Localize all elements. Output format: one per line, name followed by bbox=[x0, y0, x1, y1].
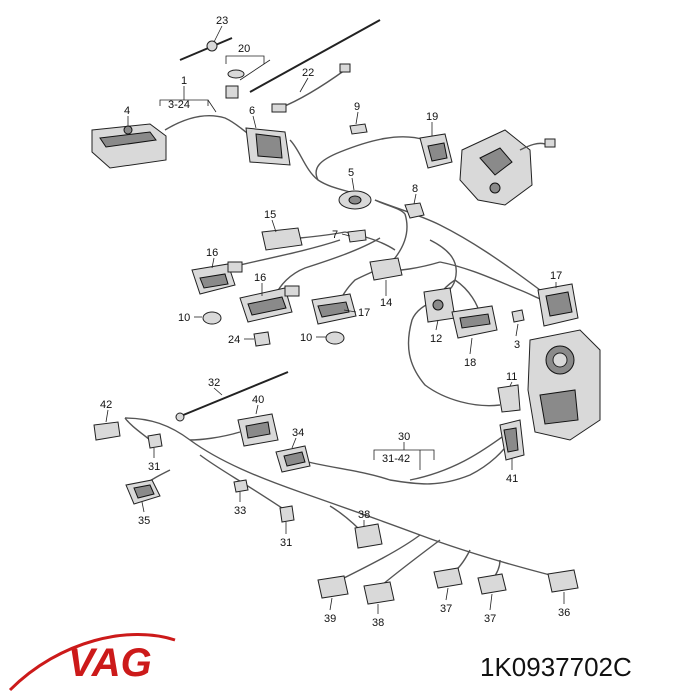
callout-17b: 17 bbox=[550, 270, 562, 282]
callout-39: 39 bbox=[324, 613, 336, 625]
callout-16a: 16 bbox=[206, 247, 218, 259]
callout-33: 33 bbox=[234, 505, 246, 517]
part-10a-clip bbox=[202, 311, 222, 325]
part-37b-connector bbox=[477, 573, 507, 595]
callout-15: 15 bbox=[264, 209, 276, 221]
part-7-clip bbox=[347, 229, 367, 243]
part-31b-clip bbox=[279, 505, 295, 523]
callout-31a: 31 bbox=[148, 461, 160, 473]
part-11-connector bbox=[497, 384, 521, 413]
part-6-grommet bbox=[245, 127, 291, 166]
callout-20: 20 bbox=[238, 43, 250, 55]
group-bracket-1 bbox=[159, 86, 217, 113]
callout-41: 41 bbox=[506, 473, 518, 485]
part-15-connector bbox=[261, 227, 303, 251]
callout-11: 11 bbox=[506, 371, 517, 383]
part-41-bracket bbox=[499, 419, 525, 461]
part-22-sensor-lead bbox=[271, 63, 351, 113]
part-37a-connector bbox=[433, 567, 463, 589]
callout-19: 19 bbox=[426, 111, 438, 123]
callout-1: 1 bbox=[181, 75, 187, 87]
callout-5: 5 bbox=[348, 167, 354, 179]
callout-30: 30 bbox=[398, 431, 410, 443]
part-35-connector bbox=[125, 479, 161, 505]
callout-3: 3 bbox=[514, 339, 520, 351]
callout-12: 12 bbox=[430, 333, 442, 345]
callout-18: 18 bbox=[464, 357, 476, 369]
part-19-connector bbox=[419, 133, 453, 169]
vag-logo-text: VAG bbox=[68, 641, 152, 685]
callout-34: 34 bbox=[292, 427, 304, 439]
callout-10a: 10 bbox=[178, 312, 190, 324]
callout-10b: 10 bbox=[300, 332, 312, 344]
vag-logo: VAG bbox=[8, 633, 176, 692]
part-32-cable-tie bbox=[175, 371, 289, 422]
callout-37b: 37 bbox=[484, 613, 496, 625]
part-18-connector bbox=[451, 305, 498, 339]
part-38a-connector bbox=[354, 523, 383, 549]
door-lock-actuator bbox=[459, 129, 556, 206]
part-5-grommet bbox=[338, 190, 372, 210]
leader-lines bbox=[105, 25, 565, 614]
group-bracket-20 bbox=[225, 55, 265, 64]
part-3-small-part bbox=[511, 309, 525, 323]
part-17a-connector bbox=[311, 293, 357, 325]
callout-24: 24 bbox=[228, 334, 240, 346]
callout-38b: 38 bbox=[372, 617, 384, 629]
part-long-tie bbox=[249, 19, 381, 93]
callout-17a: 17 bbox=[358, 307, 370, 319]
part-16a-connector bbox=[191, 261, 243, 295]
callout-16b: 16 bbox=[254, 272, 266, 284]
part-39-connector bbox=[317, 575, 349, 599]
callout-31b: 31 bbox=[280, 537, 292, 549]
part-40-connector bbox=[237, 413, 279, 447]
callout-32: 32 bbox=[208, 377, 220, 389]
part-9-small-clip bbox=[349, 123, 368, 135]
callout-labels: 23 20 1 3-24 22 4 6 9 19 5 8 15 7 16 16 … bbox=[100, 15, 570, 629]
callout-22: 22 bbox=[302, 67, 314, 79]
part-16b-connector bbox=[239, 285, 300, 323]
part-42-connector bbox=[93, 421, 121, 441]
callout-42: 42 bbox=[100, 399, 112, 411]
callout-23: 23 bbox=[216, 15, 228, 27]
part-14-connector bbox=[369, 257, 403, 281]
part-23-cable-tie bbox=[179, 37, 233, 61]
callout-1-range: 3-24 bbox=[168, 99, 190, 111]
callout-36: 36 bbox=[558, 607, 570, 619]
part-4-connector-block bbox=[91, 123, 167, 169]
part-33-clip bbox=[233, 479, 249, 493]
part-34-connector bbox=[275, 445, 311, 473]
part-17b-connector bbox=[537, 283, 579, 327]
part-38b-connector bbox=[363, 581, 395, 605]
callout-35: 35 bbox=[138, 515, 150, 527]
lower-harness-wires bbox=[124, 417, 551, 586]
part-8-clip bbox=[404, 202, 425, 219]
part-20-clip bbox=[225, 59, 271, 99]
callout-30-range: 31-42 bbox=[382, 453, 410, 465]
group-bracket-30 bbox=[373, 442, 435, 470]
part-24-clip bbox=[253, 331, 271, 347]
part-12-connector bbox=[423, 287, 456, 323]
vag-logo-swoosh bbox=[8, 633, 176, 692]
part-number: 1K0937702C bbox=[480, 652, 632, 682]
part-36-connector bbox=[547, 569, 579, 593]
callout-6: 6 bbox=[249, 105, 255, 117]
callout-14: 14 bbox=[380, 297, 392, 309]
callout-40: 40 bbox=[252, 394, 264, 406]
callout-8: 8 bbox=[412, 183, 418, 195]
callout-37a: 37 bbox=[440, 603, 452, 615]
part-10b-clip bbox=[325, 331, 345, 345]
callout-4: 4 bbox=[124, 105, 130, 117]
callout-38a: 38 bbox=[358, 509, 370, 521]
part-31a-clip bbox=[147, 433, 163, 449]
callout-7: 7 bbox=[332, 229, 338, 241]
window-regulator-motor bbox=[527, 329, 601, 441]
callout-9: 9 bbox=[354, 101, 360, 113]
